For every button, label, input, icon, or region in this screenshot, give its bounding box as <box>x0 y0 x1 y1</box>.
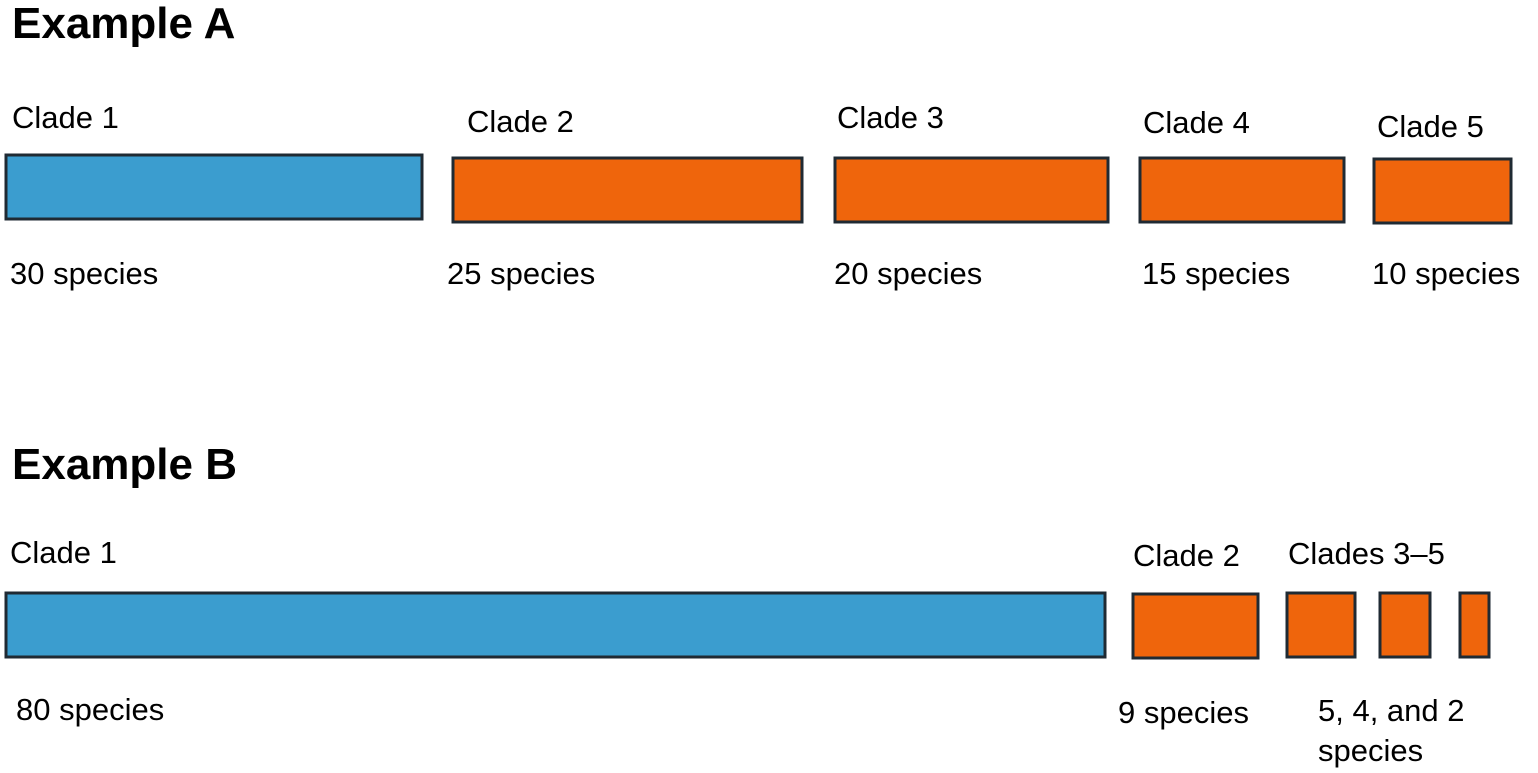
example-b-clade-5-bar <box>1458 591 1491 659</box>
example-a-clade-2-bar <box>451 156 804 224</box>
example-b-clade-1-bar <box>4 591 1107 659</box>
example-a-clade-4-count: 15 species <box>1142 256 1290 291</box>
example-a-clade-1-label: Clade 1 <box>12 100 119 135</box>
example-a-clade-4-bar <box>1138 156 1346 224</box>
example-b-clade-2-count: 9 species <box>1118 695 1249 730</box>
example-a-clade-5-label: Clade 5 <box>1377 109 1484 144</box>
example-b-clade-4-bar <box>1378 591 1432 659</box>
example-a-clade-5-bar <box>1372 157 1513 225</box>
example-a-clade-1-bar <box>4 153 424 221</box>
example-a-title: Example A <box>12 0 235 48</box>
example-a-clade-4-label: Clade 4 <box>1143 105 1250 140</box>
example-a-clade-3-label: Clade 3 <box>837 100 944 135</box>
example-a-clade-5-count: 10 species <box>1372 256 1520 291</box>
example-b-clade-1-count: 80 species <box>16 692 164 727</box>
example-b-clades-3-5-label: Clades 3–5 <box>1288 536 1445 571</box>
example-b-clades-3-5-count-line-2: species <box>1318 733 1423 768</box>
example-a-clade-1-count: 30 species <box>10 256 158 291</box>
example-a-clade-2-count: 25 species <box>447 256 595 291</box>
example-b-group: Example B Clade 1 Clade 2 Clades 3–5 80 … <box>4 440 1491 768</box>
example-b-clade-2-label: Clade 2 <box>1133 538 1240 573</box>
example-b-clade-3-bar <box>1285 591 1357 659</box>
example-a-clade-3-bar <box>833 156 1110 224</box>
example-a-clade-3-count: 20 species <box>834 256 982 291</box>
example-b-clade-1-label: Clade 1 <box>10 535 117 570</box>
example-a-group: Example A Clade 1 Clade 2 Clade 3 Clade … <box>4 0 1520 291</box>
example-b-title: Example B <box>12 440 237 489</box>
example-a-clade-2-label: Clade 2 <box>467 104 574 139</box>
example-b-clade-2-bar <box>1131 592 1260 660</box>
example-b-clades-3-5-count-line-1: 5, 4, and 2 <box>1318 693 1465 728</box>
